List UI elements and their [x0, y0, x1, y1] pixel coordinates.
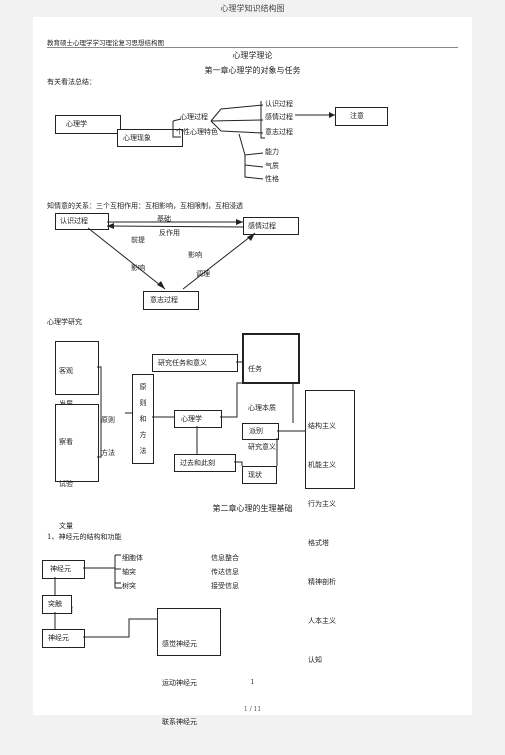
principle-item: 客观 [59, 367, 73, 375]
chapter-main-title: 心理学理论 [232, 51, 273, 60]
school-item: 行为主义 [308, 500, 336, 508]
principle-column-text: 原 则 和 方 法 [138, 379, 148, 459]
label-d2-cognition: 认识过程 [60, 217, 88, 225]
label-present: 现状 [248, 471, 262, 479]
label-basis: 基础 [157, 215, 171, 223]
summary-label: 有关看法总结： [47, 78, 96, 86]
label-cognition: 认识过程 [265, 100, 293, 108]
diagram4-connectors [54, 554, 157, 638]
label-d2-will: 意志过程 [150, 296, 178, 304]
box-d2-cognition: 认识过程 [55, 213, 109, 230]
box-past-present: 过去和此刻 [174, 454, 236, 472]
label-premise: 前提 [131, 236, 145, 244]
task-item: 心理本质 [248, 404, 276, 412]
neuron-type-item: 联系神经元 [162, 718, 197, 726]
footer-pager: 1 / 11 [243, 706, 262, 713]
chapter1-title: 第一章心理学的对象与任务 [204, 66, 301, 75]
label-receive: 接受信息 [211, 582, 239, 590]
label-reaction: 反作用 [159, 229, 180, 237]
label-psychology-center: 心理学 [181, 415, 202, 423]
col-char: 法 [139, 447, 147, 455]
page-number: 1 [250, 679, 255, 686]
school-item: 机能主义 [308, 461, 336, 469]
chapter2-title: 第二章心理的生理基础 [212, 504, 293, 513]
task-list: 任务 心理本质 研究意义 [248, 337, 276, 480]
pm-line: 方法 [101, 449, 115, 457]
header-rule [47, 47, 458, 48]
method-item: 察看 [59, 438, 73, 446]
box-psychology-center: 心理学 [174, 410, 222, 428]
label-axon: 轴突 [122, 568, 136, 576]
box-schools-list: 结构主义 机能主义 行为主义 格式塔 精神剖析 人本主义 认知 [305, 390, 355, 664]
col-char: 原 [139, 383, 147, 391]
task-item: 任务 [248, 365, 262, 373]
box-d2-emotion: 感情过程 [243, 217, 299, 235]
label-character: 性格 [265, 175, 279, 183]
principle-method-label: 原则 方法 [101, 393, 115, 481]
page: 教育硕士心理学学习理论复习思想结构图 心理学理论 第一章心理学的对象与任务 有关… [33, 17, 472, 726]
label-temperament: 气质 [265, 162, 279, 170]
col-char: 和 [139, 415, 147, 423]
label-will: 意志过程 [265, 128, 293, 136]
page-header: 教育硕士心理学学习理论复习思想结构图 [47, 39, 164, 47]
box-present: 现状 [242, 466, 277, 484]
label-synapse: 突触 [48, 600, 62, 608]
relation-text: 知情意的关系：三个互相作用：互相影响，互相限制，互相浸透 [47, 202, 243, 210]
pm-line: 原则 [101, 416, 115, 424]
neuron-section-title: 1、神经元的结构和功能 [47, 533, 122, 541]
label-influence-right: 影响 [188, 251, 202, 259]
neuron-type-item: 感觉神经元 [162, 640, 197, 648]
schools-list: 结构主义 机能主义 行为主义 格式塔 精神剖析 人本主义 认知 [308, 394, 336, 693]
label-emotion: 感情过程 [265, 113, 293, 121]
box-attention: 注意 [335, 107, 388, 126]
col-char: 则 [139, 399, 147, 407]
task-item: 研究意义 [248, 443, 276, 451]
label-integrate: 信息整合 [211, 554, 239, 562]
school-item: 精神剖析 [308, 578, 336, 586]
box-neuron2: 神经元 [42, 629, 85, 648]
col-char: 方 [139, 431, 147, 439]
label-schools: 派别 [249, 427, 263, 435]
school-item: 格式塔 [308, 539, 329, 547]
label-neuron2: 神经元 [48, 634, 69, 642]
neuron-type-item: 运动神经元 [162, 679, 197, 687]
label-traits: 个性心理特色 [176, 128, 218, 136]
box-psychology: 心理学 [55, 115, 121, 134]
label-dendrite: 树突 [122, 582, 136, 590]
method-item: 文量 [59, 522, 73, 530]
diagram2-connectors [87, 219, 256, 290]
box-research-task: 研究任务和意义 [152, 354, 238, 372]
label-psychology: 心理学 [66, 120, 87, 128]
box-phenomenon: 心理现象 [117, 129, 183, 147]
school-item: 认知 [308, 656, 322, 664]
document-title: 心理学知识结构图 [220, 4, 285, 13]
diagram3-connectors [97, 361, 305, 466]
box-principle-column: 原 则 和 方 法 [132, 374, 154, 464]
label-past-present: 过去和此刻 [180, 459, 215, 467]
school-item: 人本主义 [308, 617, 336, 625]
box-synapse: 突触 [42, 595, 72, 614]
label-cell-body: 细胞体 [122, 554, 143, 562]
school-item: 结构主义 [308, 422, 336, 430]
label-research-task: 研究任务和意义 [158, 359, 207, 367]
label-attention: 注意 [350, 112, 364, 120]
box-principles: 客观 发展 系统 教育 [55, 341, 99, 474]
label-process: 心理过程 [180, 113, 208, 121]
label-d2-emotion: 感情过程 [248, 222, 276, 230]
label-ability: 能力 [265, 148, 279, 156]
label-transmit: 传达信息 [211, 568, 239, 576]
method-item: 试验 [59, 480, 73, 488]
research-label: 心理学研究 [47, 318, 82, 326]
box-d2-will: 意志过程 [143, 291, 199, 310]
box-neuron: 神经元 [42, 560, 85, 579]
diagram1-connectors [172, 101, 335, 180]
label-neuron: 神经元 [50, 565, 71, 573]
label-phenomenon: 心理现象 [123, 134, 151, 142]
